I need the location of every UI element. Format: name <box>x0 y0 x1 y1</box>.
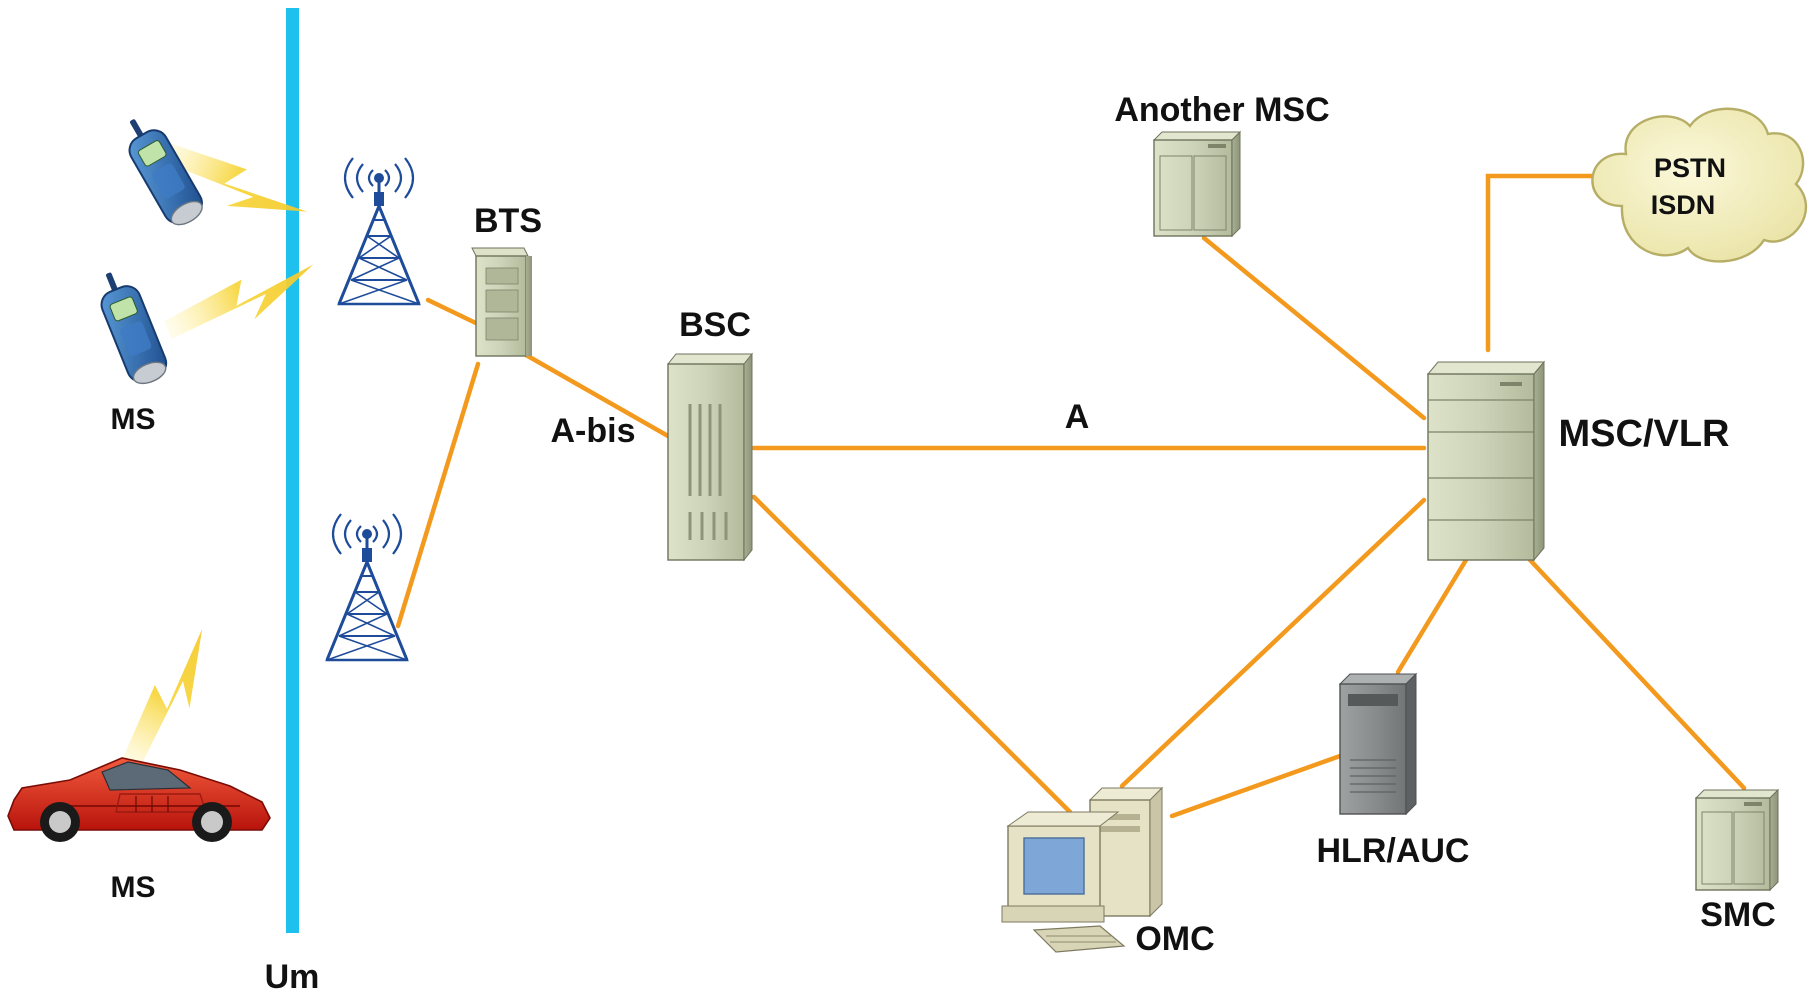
computer-workstation-icon[interactable] <box>1001 786 1164 953</box>
link-bsc-omc <box>751 494 1073 815</box>
link-msc-pstn <box>1485 173 1623 353</box>
antenna-tower-icon <box>325 512 409 662</box>
radio-link-lightning-icon <box>111 622 228 782</box>
ms-phones-label: MS <box>111 403 156 436</box>
link-bts-bsc-abis <box>523 352 671 439</box>
link-tower2-bts <box>395 361 481 629</box>
smc-equipment[interactable] <box>1694 788 1780 892</box>
car-icon <box>7 757 271 842</box>
antenna-tower-icon <box>337 156 421 306</box>
another-msc-label: Another MSC <box>1114 91 1329 129</box>
um-label: Um <box>265 958 320 994</box>
link-another-msc-msc <box>1201 235 1427 421</box>
bsc-equipment[interactable] <box>666 352 754 562</box>
smc-label: SMC <box>1700 896 1776 934</box>
ms-car-label: MS <box>111 871 156 904</box>
omc-label: OMC <box>1135 920 1214 958</box>
network-cloud-icon[interactable] <box>1591 107 1808 263</box>
hlr-auc-label: HLR/AUC <box>1317 832 1470 870</box>
link-omc-hlr <box>1169 753 1343 819</box>
isdn-label: ISDN <box>1651 190 1716 220</box>
bts-label: BTS <box>474 202 542 240</box>
msc-vlr-label: MSC/VLR <box>1559 413 1730 455</box>
link-msc-hlr <box>1395 557 1469 675</box>
msc-vlr-equipment[interactable] <box>1426 360 1546 562</box>
another-msc-equipment[interactable] <box>1152 130 1242 238</box>
abis-label: A-bis <box>551 412 636 450</box>
pstn-label: PSTN <box>1654 153 1726 183</box>
server-rack-icon[interactable] <box>1338 672 1418 816</box>
link-omc-msc <box>1119 497 1427 789</box>
bts-equipment[interactable] <box>471 247 532 357</box>
mobile-phone-icon <box>89 264 173 390</box>
um-interface-bar <box>286 8 299 933</box>
link-msc-smc <box>1527 557 1747 791</box>
a-interface-label: A <box>1065 398 1090 436</box>
link-tower1-bts <box>425 297 485 329</box>
links <box>395 173 1747 819</box>
bsc-label: BSC <box>679 306 751 344</box>
